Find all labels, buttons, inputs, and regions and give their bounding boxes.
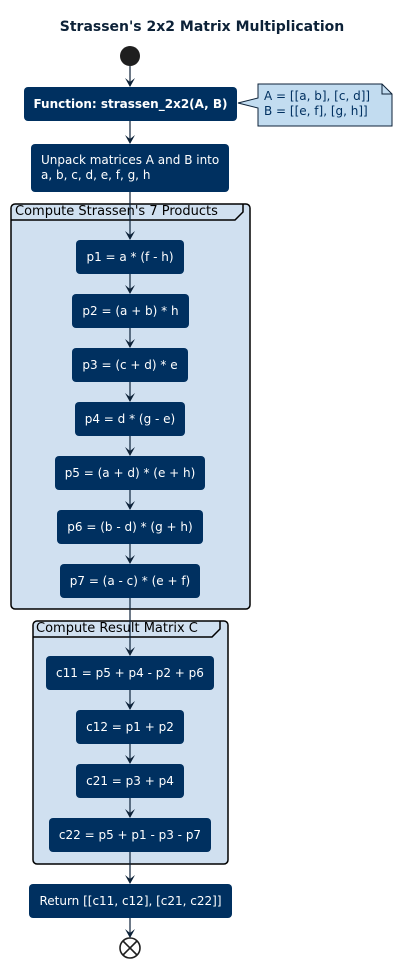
function-node: Function: strassen_2x2(A, B) bbox=[24, 87, 237, 121]
flow-arrow-head bbox=[125, 555, 135, 564]
step-p2: p2 = (a + b) * h bbox=[72, 294, 189, 328]
flow-arrow-head bbox=[125, 231, 135, 240]
step-c12: c12 = p1 + p2 bbox=[76, 710, 184, 744]
unpack-node: Unpack matrices A and B into a, b, c, d,… bbox=[31, 144, 229, 192]
flow-arrow-head bbox=[125, 393, 135, 402]
flow-arrow-head bbox=[125, 339, 135, 348]
step-p7: p7 = (a - c) * (e + f) bbox=[60, 564, 200, 598]
diagram-title: Strassen's 2x2 Matrix Multiplication bbox=[59, 19, 345, 35]
flow-arrow-head bbox=[125, 929, 135, 938]
flow-arrow-head bbox=[125, 647, 135, 656]
step-p1: p1 = a * (f - h) bbox=[76, 240, 184, 274]
flow-arrow-head bbox=[125, 501, 135, 510]
return-node: Return [[c11, c12], [c21, c22]] bbox=[29, 884, 232, 918]
products-partition-label: Compute Strassen's 7 Products bbox=[15, 204, 218, 219]
step-p5: p5 = (a + d) * (e + h) bbox=[55, 456, 205, 490]
step-c21: c21 = p3 + p4 bbox=[76, 764, 184, 798]
flow-arrow-head bbox=[125, 875, 135, 884]
start-node bbox=[120, 46, 140, 66]
step-p3: p3 = (c + d) * e bbox=[72, 348, 188, 382]
flow-arrows bbox=[125, 66, 135, 938]
flow-arrow-head bbox=[125, 447, 135, 456]
step-c22: c22 = p5 + p1 - p3 - p7 bbox=[49, 818, 211, 852]
flow-arrow-head bbox=[125, 135, 135, 144]
flow-arrow-head bbox=[125, 78, 135, 87]
step-p6: p6 = (b - d) * (g + h) bbox=[57, 510, 203, 544]
step-p4: p4 = d * (g - e) bbox=[75, 402, 185, 436]
note-text: A = [[a, b], [c, d]] B = [[e, f], [g, h]… bbox=[264, 89, 371, 118]
flow-arrow-head bbox=[125, 701, 135, 710]
end-node bbox=[119, 937, 141, 959]
result-partition-label: Compute Result Matrix C bbox=[36, 621, 198, 636]
flow-arrow-head bbox=[125, 755, 135, 764]
flow-arrow-head bbox=[125, 809, 135, 818]
note-shape bbox=[237, 83, 393, 127]
step-c11: c11 = p5 + p4 - p2 + p6 bbox=[46, 656, 214, 690]
flow-arrow-head bbox=[125, 285, 135, 294]
